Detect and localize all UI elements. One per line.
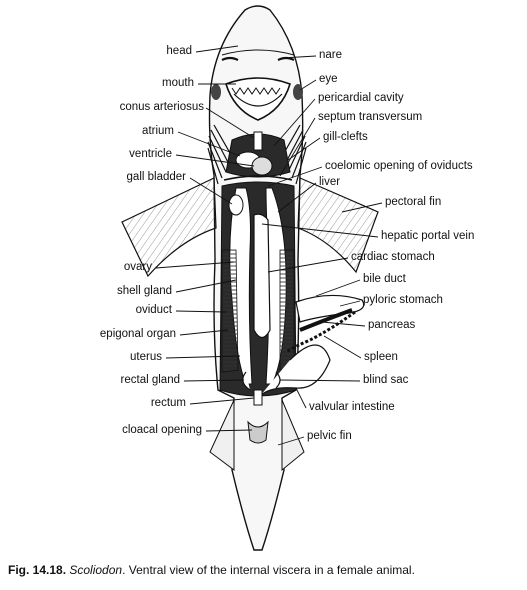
label-cloacal-opening: cloacal opening [122,424,202,436]
conus-arteriosus [253,131,263,151]
rectum [253,389,263,406]
figure-caption: Fig. 14.18. Scoliodon. Ventral view of t… [8,563,523,577]
pectoral-fin-left [121,177,217,278]
rectal-gland [242,371,251,391]
label-ovary: ovary [123,261,152,273]
label-septum-transversum: septum transversum [318,111,423,123]
eye-right [293,84,303,100]
cloacal-opening [247,420,269,444]
caption-genus: Scoliodon [69,563,123,577]
pelvic-fin-left [209,399,235,471]
septum-transversum [223,175,293,181]
label-head: head [166,45,192,57]
spleen [285,310,356,354]
label-blind-sac: blind sac [363,374,409,386]
label-coelomic-opening-of-oviducts: coelomic opening of oviducts [325,160,473,172]
label-oviduct: oviduct [135,304,172,316]
label-uterus: uterus [130,351,162,363]
pyloric-stomach [295,294,365,323]
label-pectoral-fin: pectoral fin [385,196,442,208]
label-mouth: mouth [162,77,194,89]
label-hepatic-portal-vein: hepatic portal vein [381,230,475,242]
mouth-outline [225,77,291,121]
valvular-intestine [259,344,331,397]
label-ventricle: ventricle [129,148,172,160]
label-shell-gland: shell gland [117,285,172,297]
label-valvular-intestine: valvular intestine [309,401,395,413]
label-gill-clefts: gill-clefts [323,131,368,143]
pectoral-fin-right [297,177,379,274]
nare-left [221,56,239,61]
eye-left [211,84,221,100]
label-atrium: atrium [142,125,174,137]
teeth [231,87,281,95]
leader-lines [155,45,383,446]
gall-bladder [228,194,244,216]
label-cardiac-stomach: cardiac stomach [351,251,435,263]
label-rectal-gland: rectal gland [120,374,180,386]
ventricle [251,156,273,176]
label-pancreas: pancreas [368,319,416,331]
label-eye: eye [319,73,338,85]
label-epigonal-organ: epigonal organ [99,328,176,340]
pancreas [299,308,353,332]
label-pelvic-fin: pelvic fin [307,430,352,442]
label-bile-duct: bile duct [363,273,406,285]
caption-figure-number: Fig. 14.18. [8,563,67,577]
head-region [221,49,295,56]
label-spleen: spleen [364,351,398,363]
cardiac-stomach [253,213,271,339]
pelvic-fin-right [281,399,305,472]
label-nare: nare [319,49,343,61]
epigonal-organ-left [221,249,239,373]
lower-jaw [233,93,283,107]
label-gall-bladder: gall bladder [126,171,186,183]
label-conus-arteriosus: conus arteriosus [119,101,204,113]
caption-text: . Ventral view of the internal viscera i… [122,563,415,577]
label-pericardial-cavity: pericardial cavity [318,92,404,104]
label-rectum: rectum [150,397,186,409]
label-liver: liver [319,176,341,188]
label-pyloric-stomach: pyloric stomach [363,294,443,306]
